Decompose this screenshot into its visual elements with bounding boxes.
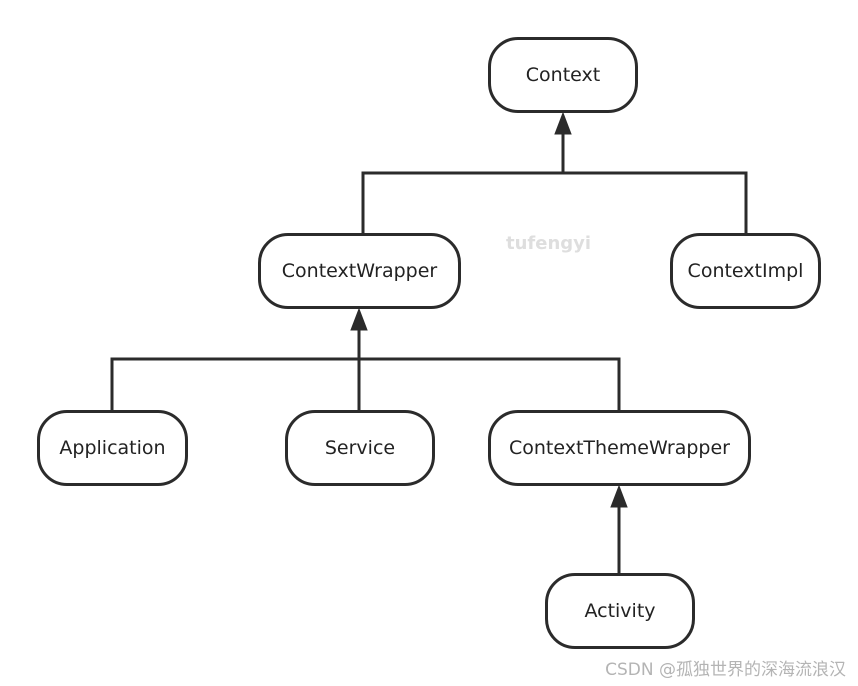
- arrowhead-contextwrapper: [350, 307, 368, 331]
- node-application: Application: [37, 410, 188, 486]
- edge-contextwrapper-to-context: [361, 134, 565, 233]
- edge-contextimpl-to-context: [563, 171, 748, 233]
- edge-application-to-contextwrapper: [110, 357, 359, 410]
- node-context-wrapper: ContextWrapper: [258, 233, 461, 309]
- arrowhead-context: [554, 111, 572, 135]
- arrowhead-contextthemewrapper: [610, 484, 628, 508]
- node-activity: Activity: [545, 573, 695, 649]
- node-context: Context: [488, 37, 638, 113]
- node-service: Service: [285, 410, 435, 486]
- watermark-text: tufengyi: [506, 233, 592, 254]
- edge-contextthemewrapper-to-contextwrapper: [359, 357, 621, 410]
- source-credit: CSDN @孤独世界的深海流浪汉: [605, 660, 846, 680]
- node-context-theme-wrapper: ContextThemeWrapper: [488, 410, 751, 486]
- node-context-impl: ContextImpl: [670, 233, 821, 309]
